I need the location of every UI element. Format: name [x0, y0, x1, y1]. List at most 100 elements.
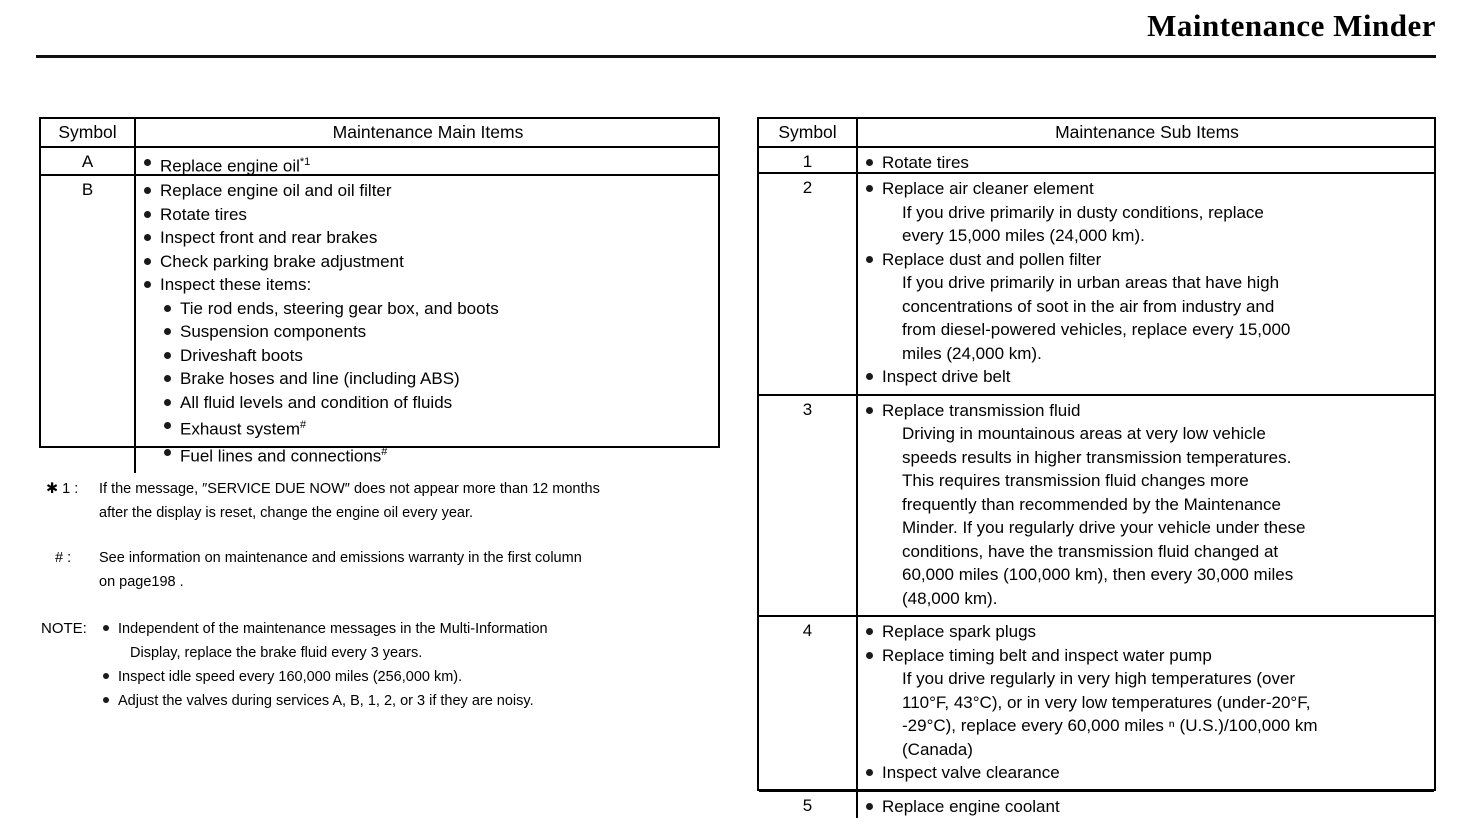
bullet-list: Replace dust and pollen filter: [864, 248, 1430, 272]
header-divider: [36, 55, 1436, 58]
list-item-label: Tie rod ends, steering gear box, and boo…: [180, 298, 499, 318]
list-item-label: Suspension components: [180, 322, 367, 341]
list-item: Replace engine oil and oil filter: [142, 179, 714, 203]
bullet-dot-icon: [866, 159, 873, 166]
list-item-label: Replace transmission fluid: [882, 400, 1081, 420]
list-item: Independent of the maintenance messages …: [103, 617, 731, 665]
note-item-line-1: Independent of the maintenance messages …: [118, 621, 548, 637]
list-item-label: Replace engine oil and oil filter: [160, 181, 392, 200]
list-item-label: Replace engine oil: [160, 156, 300, 176]
bullet-list: Replace air cleaner element: [864, 177, 1430, 201]
note-item-line-1: Adjust the valves during services A, B, …: [118, 693, 534, 709]
detail-line: 110°F, 43°C), or in very low temperature…: [902, 692, 1311, 712]
bullet-list: Replace engine oil*1: [142, 151, 714, 178]
row-symbol-4: 4: [759, 617, 858, 790]
list-item: Rotate tires: [864, 151, 1430, 175]
bullet-dot-icon: [164, 351, 171, 359]
list-item: Suspension components: [162, 320, 714, 344]
list-item: All fluid levels and condition of fluids: [162, 391, 714, 415]
bullet-dot-icon: [866, 628, 873, 635]
detail-line: If you drive regularly in very high temp…: [902, 669, 1296, 688]
list-item-label: Inspect valve clearance: [882, 763, 1060, 782]
table-header-row: Symbol Maintenance Main Items: [41, 119, 718, 148]
list-item-label: Replace timing belt and inspect water pu…: [882, 645, 1212, 665]
bullet-dot-icon: [144, 187, 151, 194]
detail-line: every 15,000 miles (24,000 km).: [902, 226, 1145, 245]
bullet-list: Inspect valve clearance: [864, 761, 1430, 785]
list-item-label: Brake hoses and line (including ABS): [180, 369, 460, 388]
row-symbol-b: B: [41, 176, 136, 474]
list-item: Inspect front and rear brakes: [142, 226, 714, 250]
detail-line: concentrations of soot in the air from i…: [902, 296, 1275, 316]
list-item: Inspect idle speed every 160,000 miles (…: [103, 665, 731, 689]
maintenance-main-items-table: Symbol Maintenance Main Items A Replace …: [39, 117, 720, 474]
row-items-b: Replace engine oil and oil filter Rotate…: [136, 176, 718, 473]
row-symbol-1: 1: [759, 148, 858, 172]
footnote-line-1: If the message, ″SERVICE DUE NOW″ does n…: [99, 481, 600, 497]
note-item-line-2: Display, replace the brake fluid every 3…: [130, 645, 423, 661]
row-items-1: Rotate tires: [858, 148, 1434, 172]
list-item-label: All fluid levels and condition of fluids: [180, 392, 453, 412]
list-item: Replace air cleaner element: [864, 177, 1430, 201]
list-item: Rotate tires: [142, 203, 714, 227]
footnote-label: # :: [55, 550, 72, 566]
list-item: Replace spark plugs: [864, 620, 1430, 644]
list-item-label: Driveshaft boots: [180, 345, 303, 365]
detail-line: If you drive primarily in dusty conditio…: [902, 202, 1264, 222]
row-items-a: Replace engine oil*1: [136, 148, 718, 176]
row-symbol-5: 5: [759, 791, 858, 818]
table-row: 3 Replace transmission fluid Driving in …: [759, 395, 1434, 617]
bullet-list: Inspect drive belt: [864, 365, 1430, 389]
list-item-label: Check parking brake adjustment: [160, 251, 404, 271]
detail-line: If you drive primarily in urban areas th…: [902, 273, 1280, 292]
table-header-row: Symbol Maintenance Sub Items: [759, 119, 1434, 148]
row-symbol-a: A: [41, 148, 136, 174]
page-title: Maintenance Minder: [1147, 8, 1436, 43]
table-row: A Replace engine oil*1: [41, 148, 718, 176]
row-items-3: Replace transmission fluid Driving in mo…: [858, 396, 1434, 616]
bullet-list: Replace spark plugs Replace timing belt …: [864, 620, 1430, 667]
bullet-dot-icon: [164, 449, 171, 457]
bullet-dot-icon: [164, 375, 171, 382]
maintenance-sub-items-table: Symbol Maintenance Sub Items 1 Rotate ti…: [757, 117, 1436, 818]
table-row: 5 Replace engine coolant: [759, 791, 1434, 819]
list-item-label: Replace dust and pollen filter: [882, 249, 1102, 269]
footnote-line-2: on page198 .: [99, 574, 184, 590]
bullet-dot-icon: [144, 281, 151, 288]
note-label: NOTE:: [41, 620, 87, 637]
row-items-2: Replace air cleaner element If you drive…: [858, 174, 1434, 394]
bullet-dot-icon: [866, 373, 873, 380]
row-symbol-2: 2: [759, 174, 858, 394]
note-block: NOTE: Independent of the maintenance mes…: [41, 617, 731, 713]
bullet-dot-icon: [144, 257, 151, 265]
note-list: Independent of the maintenance messages …: [103, 617, 731, 713]
list-item-label: Inspect front and rear brakes: [160, 228, 378, 247]
detail-line: conditions, have the transmission fluid …: [902, 541, 1279, 561]
footnote-marker: #: [381, 446, 388, 459]
row-symbol-3: 3: [759, 395, 858, 615]
detail-line: This requires transmission fluid changes…: [902, 471, 1249, 490]
bullet-dot-icon: [103, 697, 109, 703]
detail-line: frequently than recommended by the Maint…: [902, 494, 1281, 514]
footnote-marker: #: [300, 419, 307, 431]
table-row: 1 Rotate tires: [759, 148, 1434, 174]
column-header-symbol: Symbol: [41, 119, 136, 146]
list-item: Driveshaft boots: [162, 344, 714, 368]
footnote-hash: # : See information on maintenance and e…: [55, 546, 745, 594]
list-item-label: Replace engine coolant: [882, 796, 1060, 816]
list-item-label: Inspect these items:: [160, 275, 312, 294]
bullet-list: Replace engine oil and oil filter Rotate…: [142, 179, 714, 297]
note-item-line-1: Inspect idle speed every 160,000 miles (…: [118, 669, 463, 685]
list-item: Replace transmission fluid: [864, 399, 1430, 423]
bullet-dot-icon: [866, 769, 873, 776]
list-item: Replace dust and pollen filter: [864, 248, 1430, 272]
list-item: Fuel lines and connections#: [162, 441, 714, 468]
bullet-dot-icon: [866, 802, 873, 810]
bullet-list: Replace engine coolant: [864, 795, 1430, 819]
detail-line: speeds results in higher transmission te…: [902, 447, 1292, 467]
footnote-line-1: See information on maintenance and emiss…: [99, 550, 582, 566]
list-item-label: Rotate tires: [160, 204, 247, 224]
list-item: Replace timing belt and inspect water pu…: [864, 644, 1430, 668]
list-item-label: Exhaust system: [180, 419, 300, 439]
